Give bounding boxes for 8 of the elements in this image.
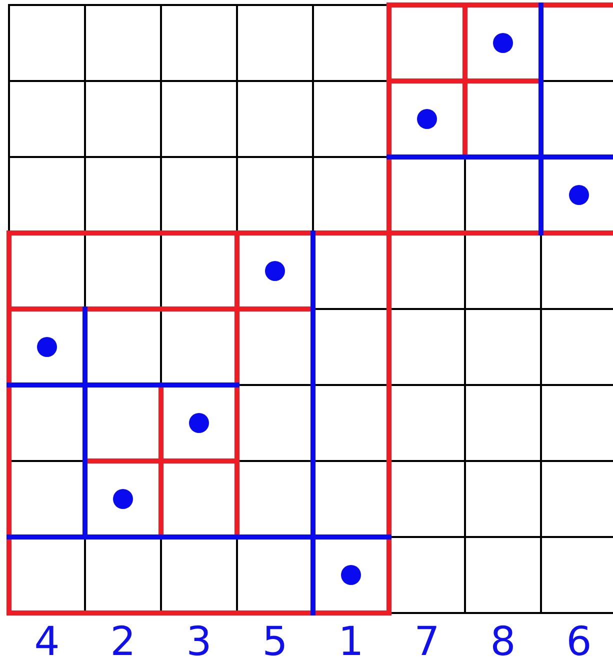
column-number: 7 bbox=[413, 620, 441, 664]
column-number: 2 bbox=[109, 620, 137, 664]
column-number: 8 bbox=[489, 620, 517, 664]
column-number: 3 bbox=[185, 620, 213, 664]
column-number: 5 bbox=[261, 620, 289, 664]
column-number: 4 bbox=[33, 620, 61, 664]
column-number: 1 bbox=[337, 620, 365, 664]
column-number: 6 bbox=[565, 620, 593, 664]
